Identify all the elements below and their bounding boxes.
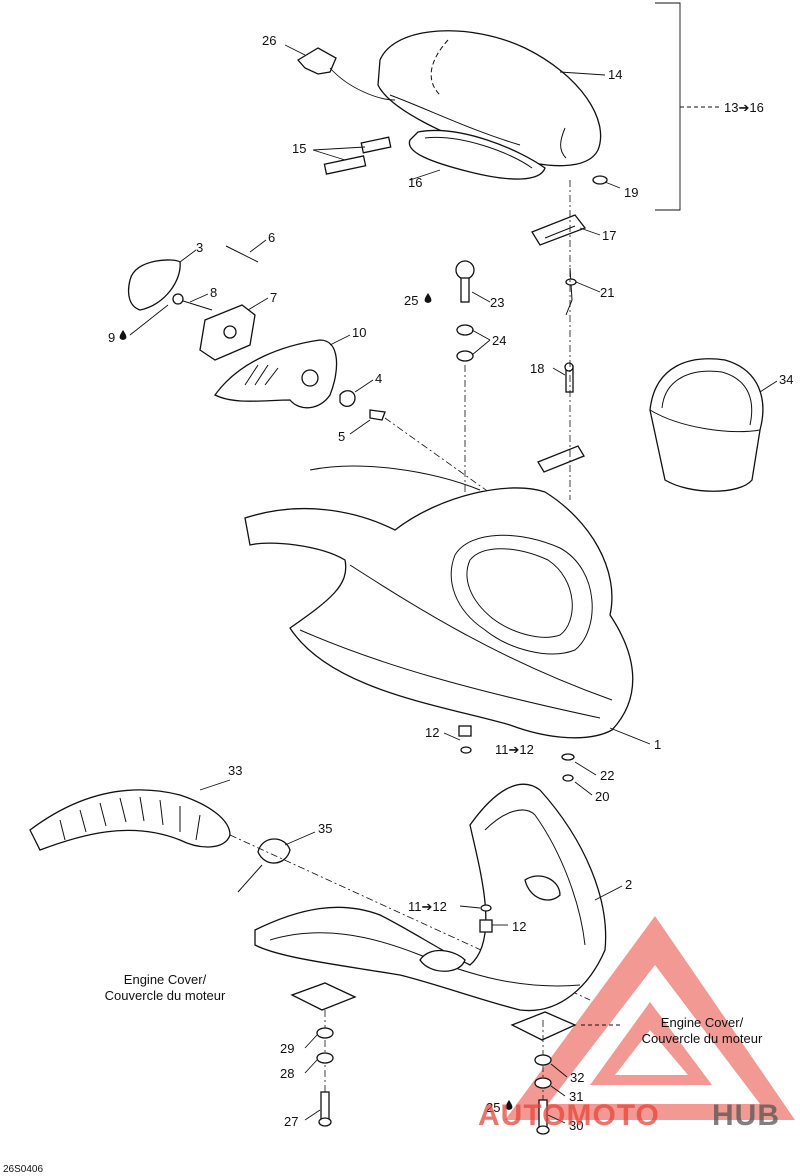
callout-2: 2: [625, 877, 632, 892]
hood-hardware: [458, 725, 575, 782]
callout-35: 35: [318, 821, 332, 836]
callout-12-top: 12: [425, 725, 439, 740]
center-hardware: [455, 180, 585, 500]
callout-11-12-top: 11➔12: [495, 742, 534, 757]
hood-part-1: [244, 465, 634, 739]
callout-22: 22: [600, 768, 614, 783]
callout-4: 4: [375, 371, 382, 386]
callout-25-bottom: 25: [486, 1100, 500, 1115]
air-hose: [29, 789, 591, 1001]
callout-3: 3: [196, 240, 203, 255]
callout-5: 5: [338, 429, 345, 444]
callout-20: 20: [595, 789, 609, 804]
callout-11-12-bottom: 11➔12: [408, 899, 447, 914]
callout-26: 26: [262, 33, 276, 48]
callout-30: 30: [569, 1118, 583, 1133]
svg-text:Engine Cover/: Engine Cover/: [661, 1015, 744, 1030]
callout-18: 18: [530, 361, 544, 376]
svg-text:HUB: HUB: [712, 1099, 780, 1132]
callout-27: 27: [284, 1114, 298, 1129]
svg-text:Couvercle du moteur: Couvercle du moteur: [642, 1031, 763, 1046]
callout-21: 21: [600, 285, 614, 300]
callout-9: 9: [108, 330, 115, 345]
callout-29: 29: [280, 1041, 294, 1056]
svg-text:AUTOMOTO: AUTOMOTO: [478, 1099, 660, 1132]
callout-31: 31: [569, 1089, 583, 1104]
watermark-logo: [505, 916, 795, 1120]
callout-14: 14: [608, 67, 622, 82]
drop-icon: [505, 1100, 513, 1110]
drop-icon: [424, 293, 432, 303]
svg-text:Couvercle du moteur: Couvercle du moteur: [105, 988, 226, 1003]
drop-icon: [119, 330, 127, 340]
callout-32: 32: [570, 1070, 584, 1085]
callout-13-16: 13➔16: [724, 100, 764, 115]
callout-8: 8: [210, 285, 217, 300]
leader-lines: [129, 44, 778, 1124]
callout-24: 24: [492, 333, 506, 348]
callout-25-top: 25: [404, 293, 418, 308]
svg-text:Engine Cover/: Engine Cover/: [124, 972, 207, 987]
callout-6: 6: [268, 230, 275, 245]
callout-17: 17: [602, 228, 616, 243]
lower-pan-part-2: [254, 783, 607, 1012]
lower-hardware: [290, 904, 577, 1135]
callout-1: 1: [654, 737, 661, 752]
drawing-code: 26S0406: [3, 1164, 43, 1175]
callout-7: 7: [270, 290, 277, 305]
callout-15: 15: [292, 141, 306, 156]
storage-bin: [649, 358, 764, 492]
callout-12-bottom: 12: [512, 919, 526, 934]
callout-28: 28: [280, 1066, 294, 1081]
callout-16: 16: [408, 175, 422, 190]
callout-10: 10: [352, 325, 366, 340]
callout-labels: 26 14 13➔16 15 16 19 3 6 17 8 7 25 23 21…: [108, 33, 793, 1133]
callout-33: 33: [228, 763, 242, 778]
callout-19: 19: [624, 185, 638, 200]
engine-cover-note-left: Engine Cover/ Couvercle du moteur: [105, 972, 226, 1003]
seat-assembly: [296, 2, 720, 316]
adhesive-drop-icons: [119, 293, 513, 1110]
engine-cover-note-right: Engine Cover/ Couvercle du moteur: [642, 1015, 763, 1046]
watermark-text: AUTOMOTO HUB: [478, 1099, 780, 1132]
callout-34: 34: [779, 372, 793, 387]
callout-23: 23: [490, 295, 504, 310]
latch-assembly: [127, 245, 501, 501]
